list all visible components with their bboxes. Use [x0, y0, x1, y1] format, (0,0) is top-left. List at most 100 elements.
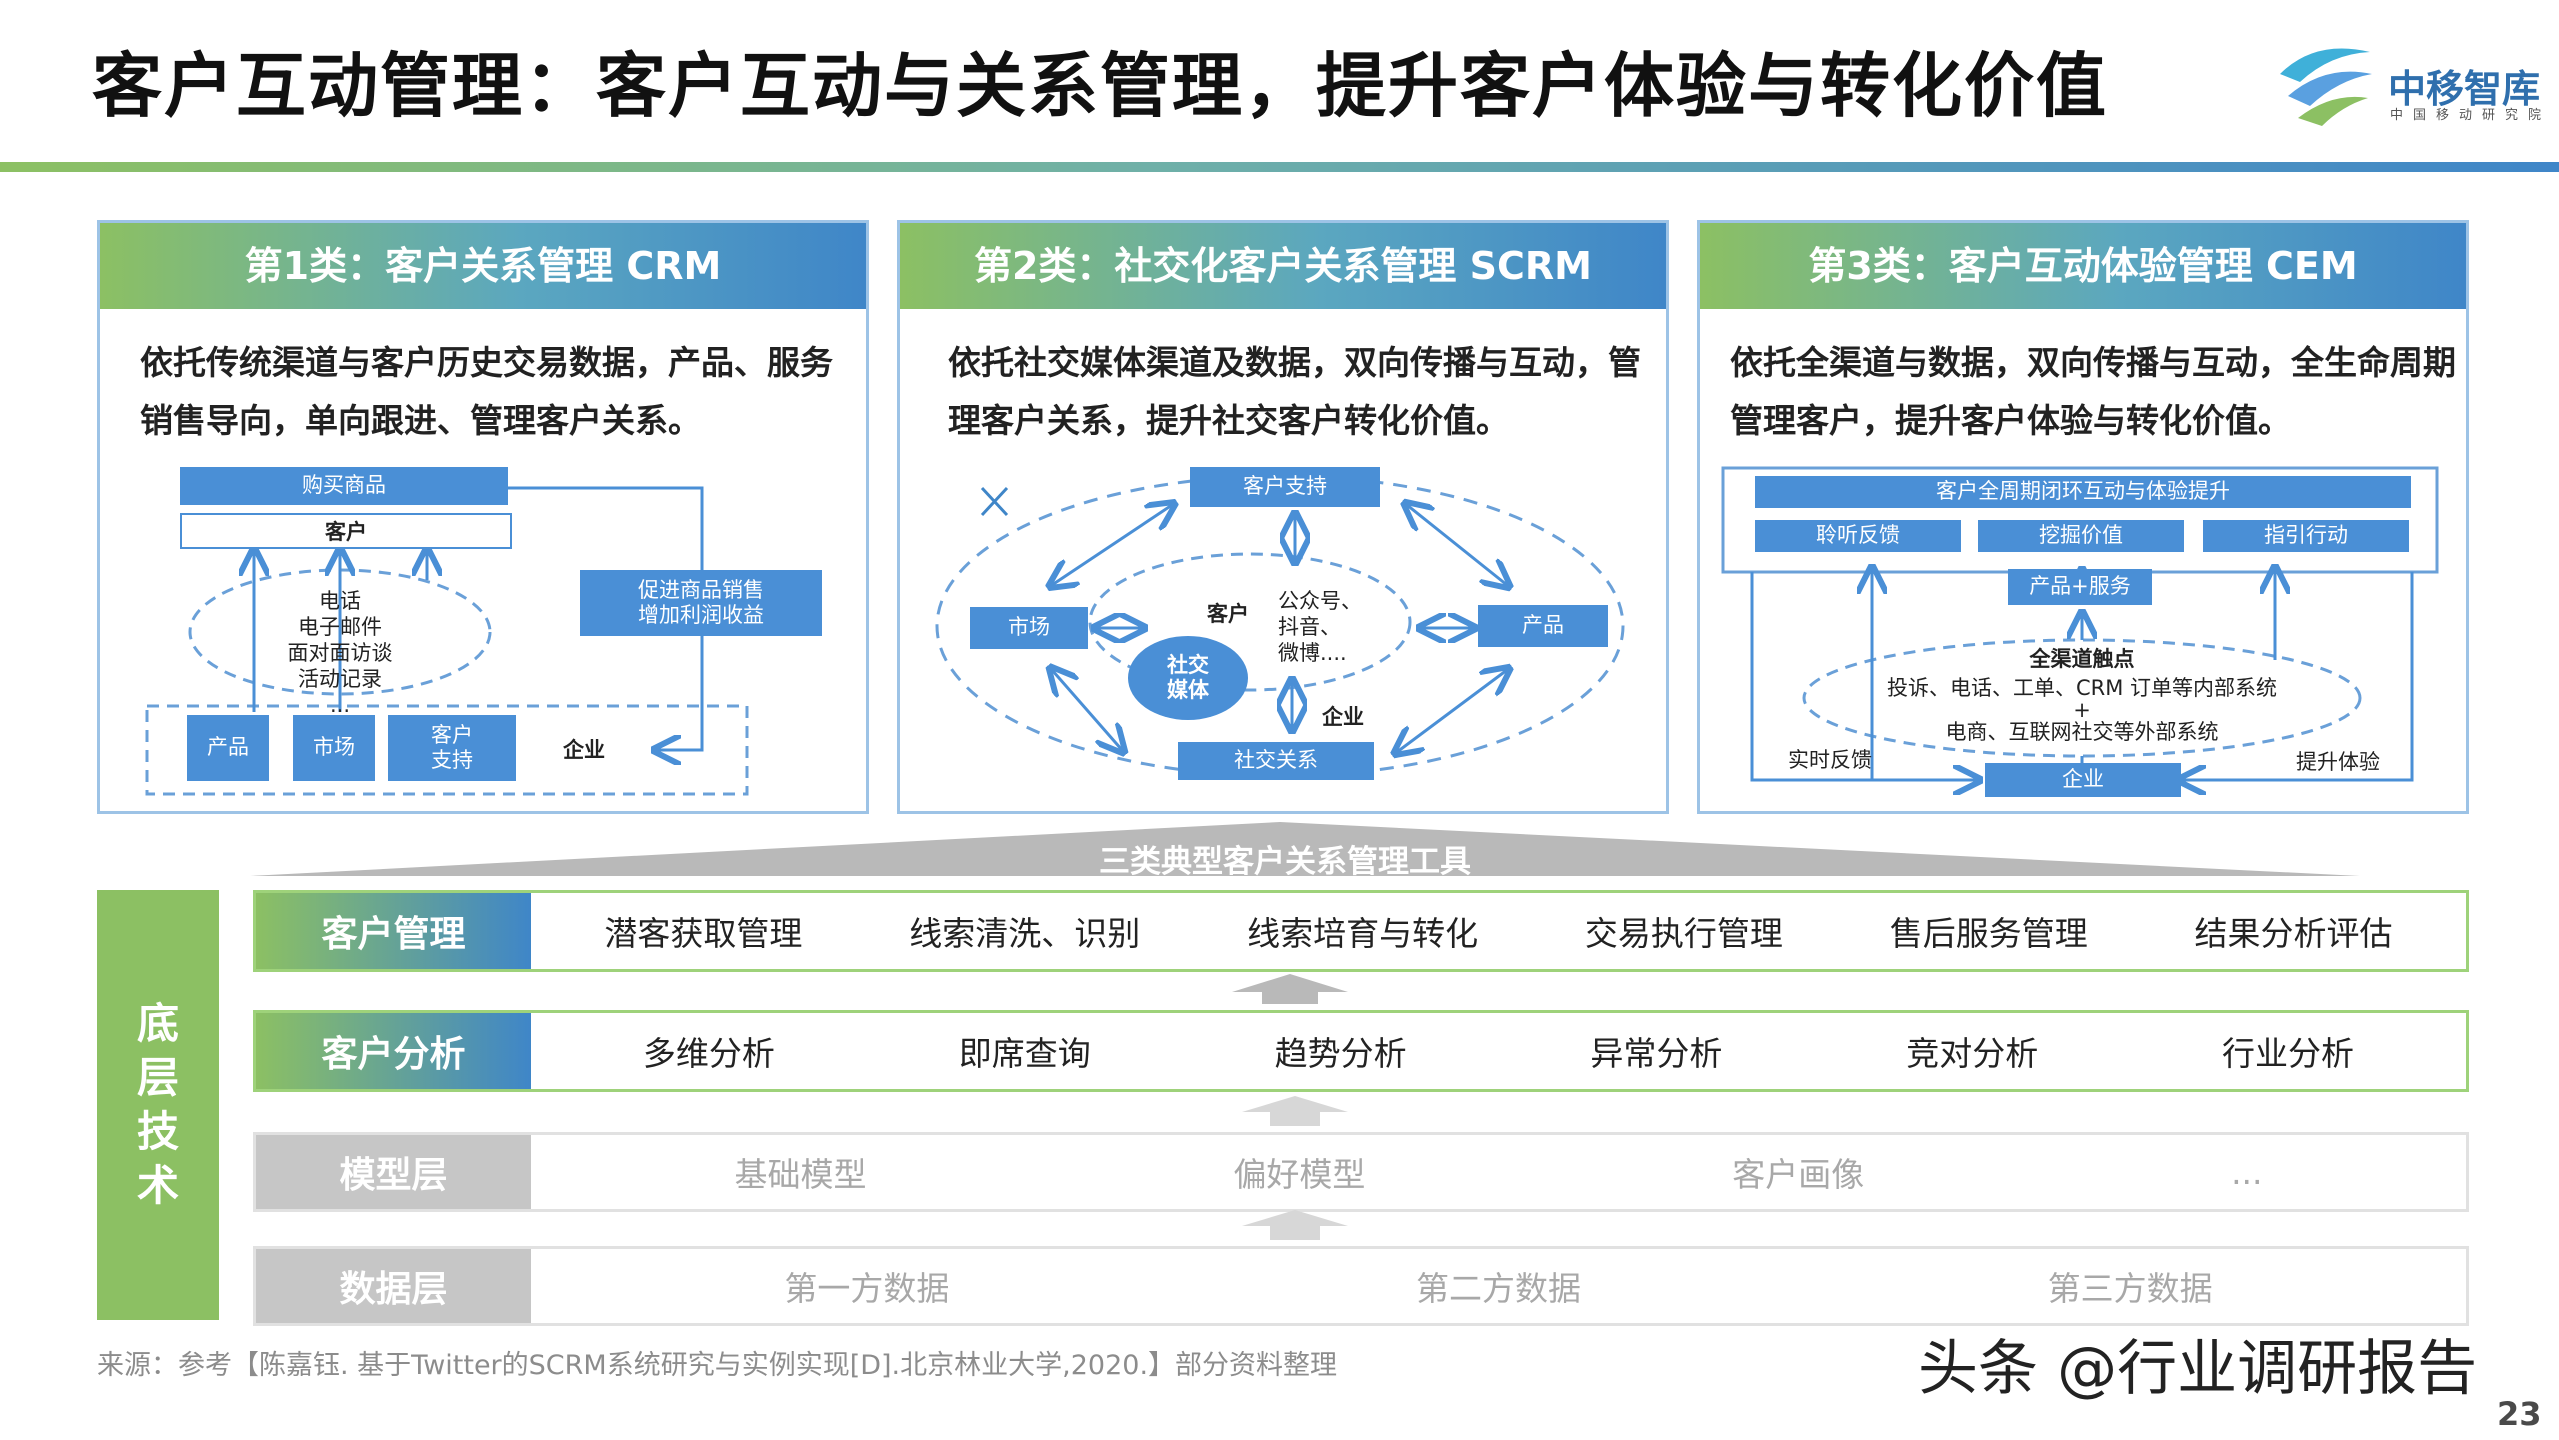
- crm-channel-3: 面对面访谈: [287, 641, 393, 665]
- scrm-product-box: 产品: [1478, 605, 1608, 647]
- cem-guide-box: 指引行动: [2203, 520, 2409, 552]
- crm-promo-box: 促进商品销售 增加利润收益: [580, 570, 822, 636]
- panel-scrm-title: 第2类：社交化客户关系管理 SCRM: [900, 223, 1666, 309]
- layer-item: 多维分析: [642, 1034, 775, 1073]
- layer-model: 模型层 基础模型 偏好模型 客户画像 ...: [253, 1132, 2469, 1212]
- layer-item: 即席查询: [958, 1034, 1091, 1073]
- scrm-media-line2: 媒体: [1167, 678, 1209, 702]
- panel-scrm-desc-line1: 依托社交媒体渠道及数据，双向传播与互动，管: [948, 343, 1641, 382]
- crm-channel-1: 电话: [319, 589, 361, 613]
- side-char-2: 层: [136, 1053, 179, 1102]
- layer-item: ...: [2231, 1152, 2263, 1192]
- layer-data-label: 数据层: [256, 1249, 531, 1323]
- crm-buy-box: 购买商品: [180, 467, 508, 505]
- crm-channel-2: 电子邮件: [298, 615, 382, 639]
- layer-item: 异常分析: [1590, 1034, 1723, 1073]
- layer-item: 行业分析: [2222, 1034, 2355, 1073]
- layer-item: 线索清洗、识别: [909, 914, 1141, 953]
- crm-market-box: 市场: [293, 715, 375, 781]
- layer-customer-analysis-label: 客户分析: [256, 1013, 531, 1089]
- page-title: 客户互动管理：客户互动与关系管理，提升客户体验与转化价值: [92, 45, 2108, 127]
- scrm-social-box: 社交关系: [1178, 742, 1374, 780]
- watermark-text: 头条 @行业调研报告: [1918, 1334, 2478, 1404]
- scrm-platforms-line3: 微博....: [1278, 641, 1347, 665]
- logo-subtitle: 中国移动研究院: [2390, 108, 2552, 123]
- crm-enterprise-label: 企业: [563, 738, 605, 762]
- cem-touch-line2: 电商、互联网社交等外部系统: [1945, 720, 2219, 744]
- layer-item: 第一方数据: [784, 1269, 950, 1308]
- scrm-platforms-line2: 抖音、: [1278, 615, 1341, 639]
- panel-crm-title: 第1类：客户关系管理 CRM: [100, 223, 866, 309]
- layer-item: 基础模型: [734, 1155, 867, 1194]
- scrm-customer-label: 客户: [1207, 602, 1249, 626]
- crm-customer-box: 客户: [180, 513, 512, 549]
- layer-data-items: 第一方数据 第二方数据 第三方数据: [531, 1262, 2466, 1310]
- cem-touch-plus: +: [2073, 698, 2091, 722]
- cem-touch-title: 全渠道触点: [2029, 647, 2135, 671]
- layer-item: 线索培育与转化: [1247, 914, 1479, 953]
- layer-item: 售后服务管理: [1889, 914, 2088, 953]
- layer-customer-management-items: 潜客获取管理 线索清洗、识别 线索培育与转化 交易执行管理 售后服务管理 结果分…: [531, 907, 2466, 955]
- side-char-3: 技: [136, 1107, 179, 1156]
- crm-support-box: 客户 支持: [388, 715, 516, 781]
- panel-crm-desc-line2: 销售导向，单向跟进、管理客户关系。: [140, 401, 701, 440]
- scrm-platforms-line1: 公众号、: [1278, 589, 1362, 613]
- crm-channel-4: 活动记录: [298, 667, 382, 691]
- cem-realtime-label: 实时反馈: [1788, 748, 1872, 772]
- layer-item: 结果分析评估: [2194, 914, 2393, 953]
- panel-cem-desc-line2: 管理客户，提升客户体验与转化价值。: [1730, 401, 2291, 440]
- side-char-1: 底: [136, 999, 179, 1048]
- crm-channel-5: ...: [329, 693, 351, 717]
- layer-customer-management-label: 客户管理: [256, 893, 531, 969]
- scrm-media-circle: 社交 媒体: [1128, 636, 1248, 720]
- layer-item: 第三方数据: [2047, 1269, 2213, 1308]
- layer-item: 潜客获取管理: [604, 914, 803, 953]
- scrm-media-line1: 社交: [1167, 652, 1209, 677]
- cem-enterprise-box: 企业: [1985, 763, 2181, 797]
- layer-item: 趋势分析: [1274, 1034, 1407, 1073]
- panel-cem: 第3类：客户互动体验管理 CEM: [1697, 220, 2469, 814]
- crm-diagram-lines: [145, 486, 749, 796]
- tools-banner-label: 三类典型客户关系管理工具: [1099, 844, 1471, 880]
- layer-customer-analysis: 客户分析 多维分析 即席查询 趋势分析 异常分析 竞对分析 行业分析: [253, 1010, 2469, 1092]
- panel-crm-desc-line1: 依托传统渠道与客户历史交易数据，产品、服务: [140, 343, 833, 382]
- layer-customer-management: 客户管理 潜客获取管理 线索清洗、识别 线索培育与转化 交易执行管理 售后服务管…: [253, 890, 2469, 972]
- layer-customer-analysis-items: 多维分析 即席查询 趋势分析 异常分析 竞对分析 行业分析: [531, 1027, 2466, 1075]
- logo-icon: [2270, 34, 2380, 130]
- panel-scrm-desc-line2: 理客户关系，提升社交客户转化价值。: [948, 401, 1509, 440]
- scrm-enterprise-label: 企业: [1322, 705, 1364, 729]
- crm-promo-line2: 增加利润收益: [638, 603, 764, 627]
- cem-top-box: 客户全周期闭环互动与体验提升: [1755, 476, 2411, 508]
- layer-item: 竞对分析: [1906, 1034, 2039, 1073]
- logo-text: 中移智库: [2388, 67, 2541, 111]
- up-arrow-icon: [1242, 1096, 1348, 1126]
- up-arrow-icon: [1242, 1210, 1348, 1240]
- layer-model-items: 基础模型 偏好模型 客户画像 ...: [531, 1148, 2466, 1196]
- scrm-market-box: 市场: [970, 607, 1088, 649]
- crm-support-line1: 客户: [431, 722, 473, 747]
- crm-product-box: 产品: [187, 715, 269, 781]
- cem-listen-box: 聆听反馈: [1755, 520, 1961, 552]
- panel-cem-desc-line1: 依托全渠道与数据，双向传播与互动，全生命周期: [1730, 343, 2456, 382]
- layer-item: 客户画像: [1732, 1155, 1865, 1194]
- crm-support-line2: 支持: [431, 748, 473, 772]
- scrm-support-box: 客户支持: [1190, 467, 1380, 507]
- page-number: 23: [2497, 1395, 2542, 1433]
- layer-item: 第二方数据: [1415, 1269, 1581, 1308]
- side-char-4: 术: [136, 1161, 179, 1210]
- cem-improve-label: 提升体验: [2296, 750, 2380, 774]
- side-label-bottom-tech: 底 层 技 术: [97, 890, 219, 1320]
- cem-product-service-box: 产品+服务: [2008, 569, 2152, 605]
- crm-promo-line1: 促进商品销售: [638, 577, 764, 602]
- layer-item: 交易执行管理: [1584, 914, 1783, 953]
- cem-mine-box: 挖掘价值: [1978, 520, 2184, 552]
- layer-item: 偏好模型: [1233, 1155, 1366, 1194]
- header-divider: [0, 162, 2559, 172]
- layer-data: 数据层 第一方数据 第二方数据 第三方数据: [253, 1246, 2469, 1326]
- cem-touch-line1: 投诉、电话、工单、CRM 订单等内部系统: [1886, 676, 2278, 700]
- source-note: 来源：参考【陈嘉钰. 基于Twitter的SCRM系统研究与实例实现[D].北京…: [97, 1350, 1338, 1381]
- layer-model-label: 模型层: [256, 1135, 531, 1209]
- tools-banner-shape: [250, 822, 2360, 876]
- up-arrow-icon: [1232, 974, 1348, 1004]
- panel-cem-title: 第3类：客户互动体验管理 CEM: [1700, 223, 2466, 309]
